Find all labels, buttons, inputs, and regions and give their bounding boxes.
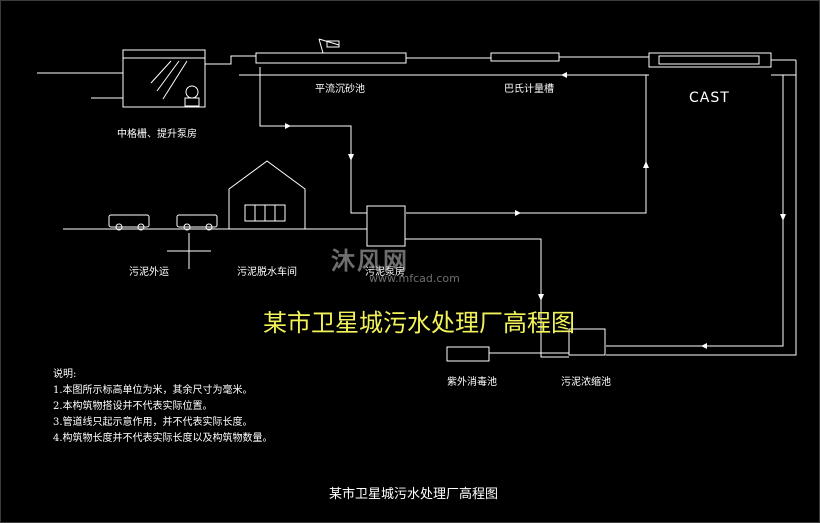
label-parshall: 巴氏计量槽 — [504, 84, 554, 95]
note-item: 1.本图所示标高单位为米，其余尺寸为毫米。 — [53, 385, 253, 396]
dewatering-building — [228, 160, 306, 229]
truck-1 — [108, 214, 150, 228]
label-dewatering: 污泥脱水车间 — [237, 267, 297, 278]
sludge-pump-shape — [366, 205, 406, 247]
label-grit-chamber: 平流沉砂池 — [315, 84, 365, 95]
diagram-title: 某市卫星城污水处理厂高程图 — [263, 309, 575, 337]
truck-2 — [176, 214, 218, 228]
pump-house-shape — [122, 49, 206, 108]
pipe-pump-to-grit — [205, 55, 256, 65]
thickener-shape — [568, 328, 606, 356]
label-sludge-out: 污泥外运 — [129, 267, 169, 278]
notes-heading: 说明: — [53, 369, 77, 380]
notes-block: 说明: 1.本图所示标高单位为米，其余尺寸为毫米。 2.本构筑物搭设并不代表实际… — [53, 367, 273, 447]
bottom-title: 某市卫星城污水处理厂高程图 — [329, 487, 499, 502]
uv-shape — [446, 346, 490, 362]
cast-tank-shape — [648, 52, 772, 68]
label-cast: CAST — [689, 90, 730, 106]
watermark-main: 沐风网 — [331, 247, 409, 275]
label-thickener: 污泥浓缩池 — [561, 377, 611, 388]
parshall-shape — [490, 52, 560, 62]
watermark: 沐风网 www.mfcad.com — [331, 241, 460, 285]
note-item: 2.本构筑物搭设并不代表实际位置。 — [53, 401, 213, 412]
label-uv: 紫外消毒池 — [447, 377, 497, 388]
note-item: 3.管道线只起示意作用，并不代表实际长度。 — [53, 417, 253, 428]
label-pump-house: 中格栅、提升泵房 — [117, 129, 197, 140]
grit-chamber-shape — [255, 52, 407, 64]
watermark-sub: www.mfcad.com — [369, 272, 460, 285]
label-sludge-pump: 污泥泵房 — [365, 267, 405, 278]
note-item: 4.构筑物长度并不代表实际长度以及构筑物数量。 — [53, 433, 273, 444]
